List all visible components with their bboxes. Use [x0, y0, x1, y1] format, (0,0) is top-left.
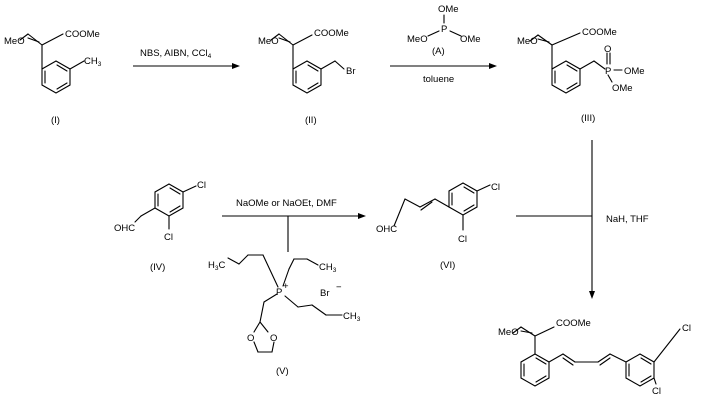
compound-III-bonds	[529, 32, 623, 94]
compound-V-phosphonium: P	[276, 287, 282, 298]
reagent-A-ome-left: MeO	[407, 34, 428, 45]
reagent-A-ome-top: OMe	[438, 4, 459, 15]
compound-III-ester: COOMe	[582, 27, 617, 38]
compound-III: MeO COOMe O P OMe OMe (III)	[517, 27, 645, 124]
compound-V-bonds	[227, 254, 343, 353]
compound-IV-cl-para: Cl	[197, 180, 206, 191]
compound-VI-cl-para: Cl	[491, 182, 500, 193]
compound-V-methyl-b: CH3	[319, 262, 337, 274]
compound-III-oxo: O	[604, 44, 611, 55]
compound-V-methyl-a: H3C	[208, 260, 226, 272]
compound-V: H3C CH3 CH3 P + Br − O O (V)	[208, 254, 361, 377]
arrow-step-2: toluene	[390, 63, 497, 85]
product-methoxy: MeO	[498, 327, 519, 338]
compound-II-label: (II)	[305, 115, 317, 126]
compound-II-bonds	[270, 33, 345, 94]
product-cl-ortho: Cl	[652, 386, 661, 397]
compound-VI-aldehyde: OHC	[376, 224, 397, 235]
compound-III-label: (III)	[581, 113, 595, 124]
compound-IV-cl-ortho: Cl	[164, 232, 173, 243]
compound-V-bromide-charge: −	[336, 282, 342, 293]
final-product: MeO COOMe Cl Cl	[498, 318, 691, 397]
compound-II-methoxy: MeO	[258, 36, 279, 47]
product-ester: COOMe	[556, 318, 591, 329]
arrow-step-1: NBS, AIBN, CCl4	[133, 48, 240, 69]
compound-II-ester: COOMe	[314, 28, 349, 39]
compound-III-phosphorus: P	[605, 66, 611, 77]
final-product-bonds	[512, 326, 681, 387]
compound-IV-aldehyde: OHC	[114, 223, 135, 234]
arrow-step-3: NaOMe or NaOEt, DMF	[222, 198, 366, 252]
compound-III-methoxy: MeO	[517, 36, 538, 47]
compound-I-methoxy: MeO	[4, 36, 25, 47]
compound-I-bonds	[19, 33, 85, 94]
compound-IV-label: (IV)	[150, 262, 165, 273]
compound-V-ring-oxygen-2: O	[270, 333, 277, 344]
compound-V-methyl-c: CH3	[343, 311, 361, 323]
compound-V-ring-oxygen-1: O	[247, 333, 254, 344]
compound-V-bromide: Br	[320, 288, 330, 299]
compound-IV: OHC Cl Cl (IV)	[114, 180, 206, 273]
step2-conditions: toluene	[423, 74, 454, 85]
compound-IV-bonds	[134, 183, 197, 230]
compound-I: MeO COOMe CH3 (I)	[4, 29, 102, 126]
compound-VI: OHC Cl Cl (VI)	[376, 182, 500, 271]
compound-II-bromine: Br	[346, 66, 356, 77]
compound-II: MeO COOMe Br (II)	[258, 28, 356, 126]
compound-V-charge: +	[283, 281, 289, 292]
reagent-A-label: (A)	[432, 46, 445, 57]
compound-VI-bonds	[393, 182, 491, 231]
compound-I-methyl: CH3	[84, 56, 102, 68]
reagent-A: OMe P MeO OMe (A)	[407, 4, 481, 57]
compound-III-ome-1: OMe	[624, 66, 645, 77]
step1-conditions: NBS, AIBN, CCl4	[140, 48, 212, 60]
compound-VI-label: (VI)	[440, 260, 455, 271]
reagent-A-ome-right: OMe	[460, 34, 481, 45]
compound-VI-cl-ortho: Cl	[458, 234, 467, 245]
step3-conditions: NaOMe or NaOEt, DMF	[236, 198, 337, 209]
step4-conditions: NaH, THF	[606, 214, 649, 225]
arrow-step-4: NaH, THF	[516, 140, 649, 299]
compound-I-label: (I)	[51, 115, 60, 126]
compound-V-label: (V)	[276, 366, 289, 377]
product-cl-para: Cl	[682, 323, 691, 334]
compound-III-ome-2: OMe	[612, 83, 633, 94]
reagent-A-phosphorus: P	[441, 24, 447, 35]
compound-I-ester: COOMe	[65, 29, 100, 40]
